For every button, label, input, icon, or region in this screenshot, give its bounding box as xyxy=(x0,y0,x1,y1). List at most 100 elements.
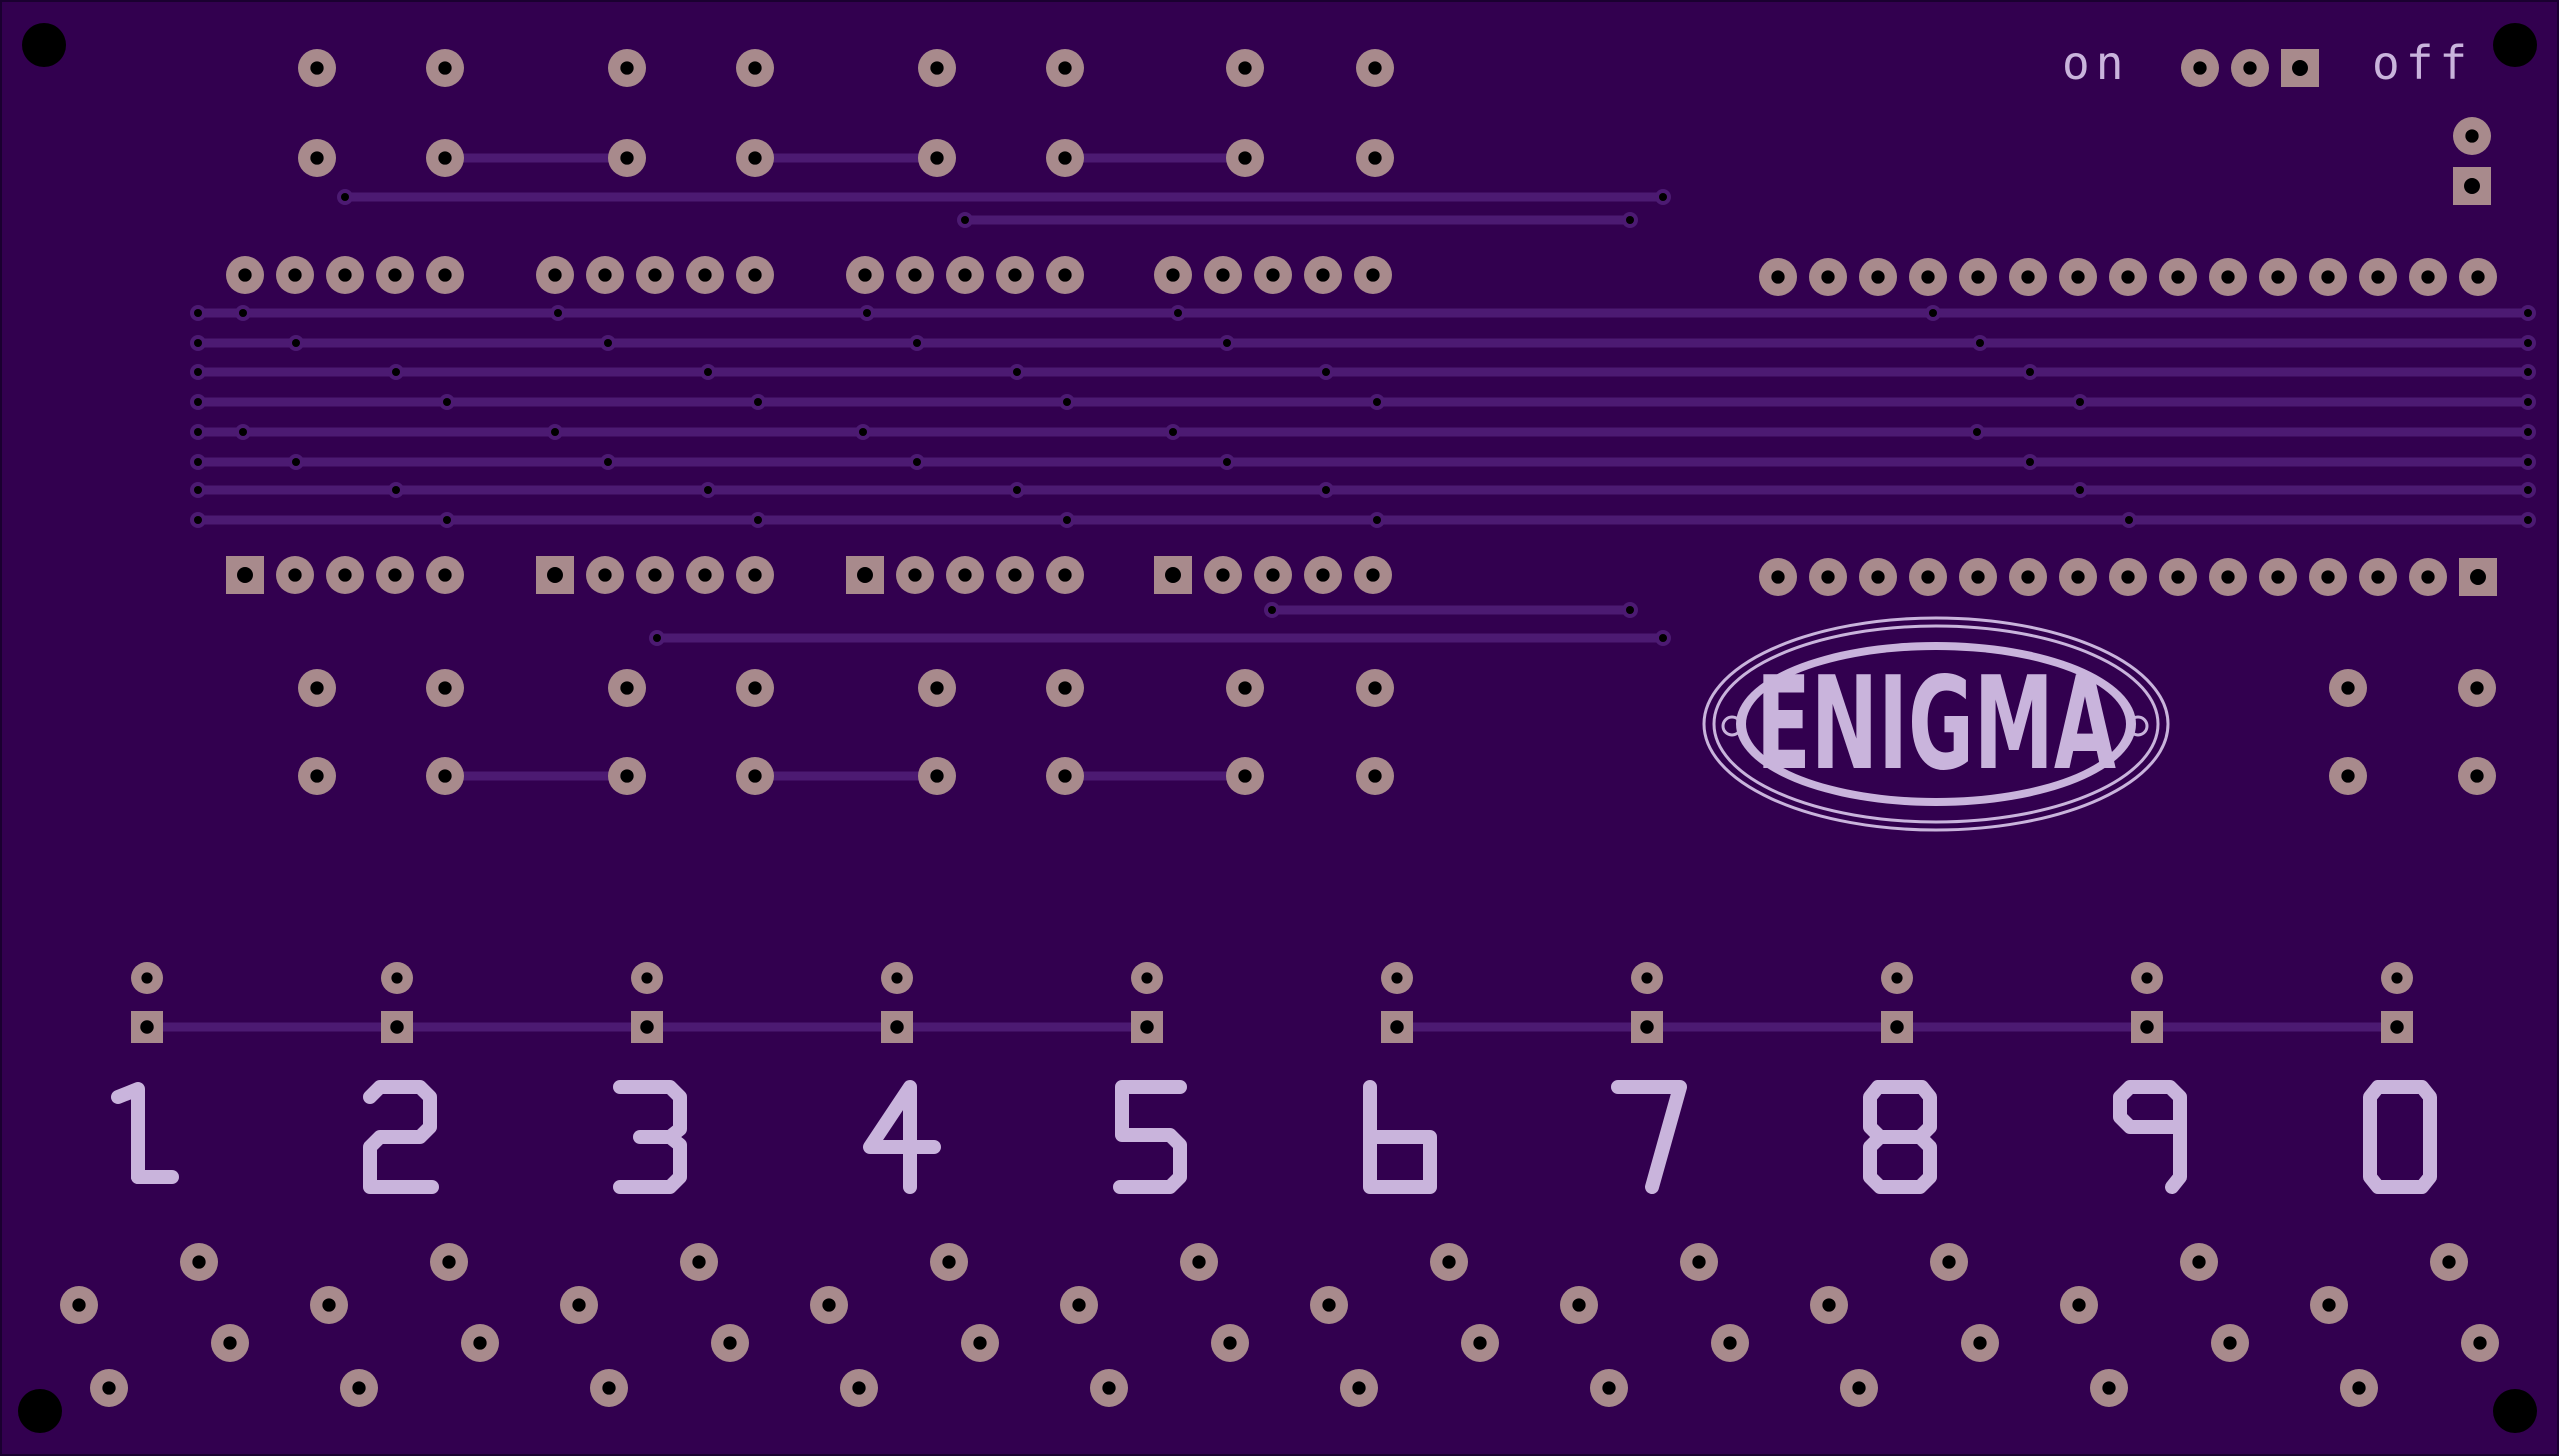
lamp-pad xyxy=(608,49,646,87)
lamp-pad xyxy=(1046,757,1084,795)
header-pad xyxy=(2359,258,2397,296)
header-pad xyxy=(2359,558,2397,596)
connector-pad xyxy=(586,556,624,594)
header-pad xyxy=(1959,558,1997,596)
connector-pad xyxy=(1254,256,1292,294)
via xyxy=(190,424,206,440)
header-pad xyxy=(2409,558,2447,596)
header-pad xyxy=(1759,258,1797,296)
led-pad xyxy=(881,962,913,994)
via xyxy=(547,424,563,440)
key-switch-pad xyxy=(1090,1369,1128,1407)
connector-pad xyxy=(376,556,414,594)
via xyxy=(1170,305,1186,321)
key-switch-pad xyxy=(1340,1369,1378,1407)
header-pad-square xyxy=(2459,558,2497,596)
header-pad xyxy=(1809,258,1847,296)
lamp-pad xyxy=(426,669,464,707)
header-pad xyxy=(2459,258,2497,296)
via xyxy=(2072,394,2088,410)
via xyxy=(957,212,973,228)
mounting-hole-top-right xyxy=(2493,23,2537,67)
led-pad-square xyxy=(131,1011,163,1043)
lamp-pad xyxy=(298,757,336,795)
via xyxy=(388,482,404,498)
via xyxy=(190,335,206,351)
lamp-pad xyxy=(736,757,774,795)
connector-pad xyxy=(1354,256,1392,294)
via xyxy=(2022,364,2038,380)
led-pad xyxy=(381,962,413,994)
connector-pad xyxy=(586,256,624,294)
connector-pad-square xyxy=(536,556,574,594)
connector-pad xyxy=(846,256,884,294)
header-pad xyxy=(2009,258,2047,296)
header-pad xyxy=(1859,558,1897,596)
lamp-pad xyxy=(736,139,774,177)
mounting-holes xyxy=(18,23,2537,1433)
led-pad-square xyxy=(1381,1011,1413,1043)
header-pad xyxy=(2409,258,2447,296)
via xyxy=(1655,189,1671,205)
lamp-pad xyxy=(298,669,336,707)
connector-pad xyxy=(686,556,724,594)
connector-pad xyxy=(996,256,1034,294)
lamp-pad xyxy=(2329,669,2367,707)
header-pad xyxy=(1909,558,1947,596)
via xyxy=(2072,482,2088,498)
key-label-9 xyxy=(2113,1080,2187,1194)
via xyxy=(649,630,665,646)
key-switch-pad xyxy=(310,1286,348,1324)
via xyxy=(700,364,716,380)
led-pad xyxy=(631,962,663,994)
connector-pad xyxy=(1204,256,1242,294)
via xyxy=(2520,424,2536,440)
lamp-pad xyxy=(1356,757,1394,795)
power-on-label: on xyxy=(2062,36,2129,90)
header-pad xyxy=(2209,558,2247,596)
key-switch-pad xyxy=(961,1324,999,1362)
key-switch-pad xyxy=(1590,1369,1628,1407)
key-switch-pad xyxy=(180,1243,218,1281)
led-pad-square xyxy=(1131,1011,1163,1043)
lamp-pad xyxy=(1226,49,1264,87)
lamp-pad xyxy=(1356,139,1394,177)
lamp-pad xyxy=(918,139,956,177)
via xyxy=(439,394,455,410)
header-pad xyxy=(2209,258,2247,296)
key-label-2 xyxy=(363,1080,439,1194)
lamp-pad xyxy=(1356,669,1394,707)
via xyxy=(235,424,251,440)
header-pad xyxy=(2059,558,2097,596)
via xyxy=(1219,335,1235,351)
connector-pad-square xyxy=(226,556,264,594)
key-switch-pad xyxy=(840,1369,878,1407)
via xyxy=(2520,335,2536,351)
header-pad xyxy=(2309,258,2347,296)
via xyxy=(288,454,304,470)
via xyxy=(1318,482,1334,498)
key-switch-pad xyxy=(2310,1286,2348,1324)
via xyxy=(855,424,871,440)
lamp-pad xyxy=(2329,757,2367,795)
lamp-pad xyxy=(736,669,774,707)
connector-pad xyxy=(1046,556,1084,594)
key-switch-pad xyxy=(810,1286,848,1324)
via xyxy=(2520,482,2536,498)
via xyxy=(1969,424,1985,440)
connector-pad xyxy=(686,256,724,294)
connector-pad xyxy=(326,556,364,594)
led-pad xyxy=(1881,962,1913,994)
lamp-pad xyxy=(608,757,646,795)
lamp-pad xyxy=(1226,139,1264,177)
led-pad xyxy=(1131,962,1163,994)
connector-pad xyxy=(276,256,314,294)
via xyxy=(550,305,566,321)
lamp-pad xyxy=(918,49,956,87)
connector-pad xyxy=(1354,556,1392,594)
key-switch-pad xyxy=(1560,1286,1598,1324)
lamp-pad xyxy=(918,669,956,707)
via xyxy=(2520,364,2536,380)
switch-pad-square xyxy=(2453,167,2491,205)
key-label-1 xyxy=(111,1082,179,1184)
